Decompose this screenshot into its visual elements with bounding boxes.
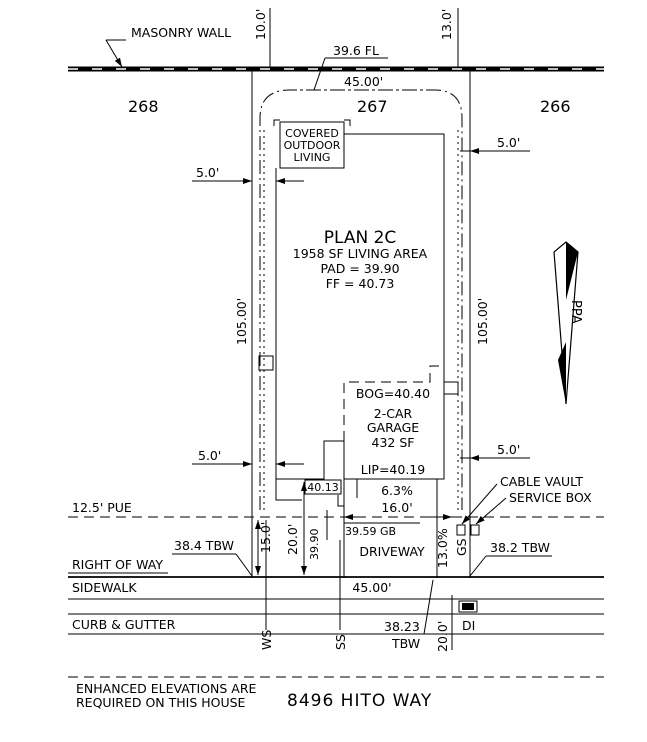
bog-elevation: BOG=40.40 [356,386,430,401]
tbw-bottom-leader [423,579,434,635]
dim-20-label: 20.0' [285,524,300,555]
elevation-3990: 39.90 [308,529,321,561]
living-area: 1958 SF LIVING AREA [293,246,428,261]
enhanced-note-1: ENHANCED ELEVATIONS ARE [76,681,257,696]
masonry-wall-leader [105,39,126,68]
pad-elevation: PAD = 39.90 [320,261,399,276]
offset-10-label: 10.0' [253,9,268,40]
setback-right-bottom-label: 5.0' [497,442,520,457]
service-box-icon [470,524,480,536]
bottom-width-label: 45.00' [352,580,391,595]
left-utility-box [258,355,274,371]
setback-right-top-label: 5.0' [497,135,520,150]
tbw-left-leader [235,553,253,577]
setback-left-bottom-label: 5.0' [198,448,221,463]
gb-elevation: 39.59 GB [345,525,396,538]
curb-gutter-label: CURB & GUTTER [72,617,176,632]
dim-20-bottom-label: 20.0' [435,621,450,652]
driveway-width: 16.0' [381,500,412,515]
drain-inlet-icon [458,600,478,613]
entry-step [337,495,344,507]
driveway-slope: 6.3% [381,483,413,498]
covered-outdoor-living [273,119,351,169]
driveway-label: DRIVEWAY [359,544,425,559]
cable-vault-leader [461,483,498,525]
depth-right-label: 105.00' [475,298,490,345]
right-utility-box [443,381,459,395]
pue-label: 12.5' PUE [72,500,132,515]
entry-walk [275,479,302,501]
lip-elevation: LIP=40.19 [361,462,425,477]
di-label: DI [462,618,475,633]
plan-name: PLAN 2C [324,228,397,248]
north-arrow-lettering: PPA [568,300,583,324]
cable-vault-icon [456,524,466,536]
tbw-right-label: 38.2 TBW [490,540,550,555]
fl-label: 39.6 FL [333,43,379,58]
garage-label-1: 2-CAR [374,406,413,421]
lot-number-268: 268 [128,97,159,116]
fl-leader-slant [313,57,326,91]
garage-outline [343,365,444,441]
ff-elevation: FF = 40.73 [326,276,395,291]
setback-outline [259,89,463,510]
garage-label-2: GARAGE [367,420,419,435]
street-address: 8496 HITO WAY [287,691,432,711]
top-width-label: 45.00' [344,74,383,89]
gs-label: GS [454,538,469,556]
tbw-left-label: 38.4 TBW [174,538,234,553]
service-box-label: SERVICE BOX [509,490,592,505]
tbw-bottom-label-1: 38.23 [384,619,420,634]
sidewalk-label: SIDEWALK [72,580,137,595]
offset-13-label: 13.0' [439,9,454,40]
setback-left-top-label: 5.0' [196,165,219,180]
service-box-leader [475,497,507,525]
masonry-wall-label: MASONRY WALL [131,25,231,40]
slope-13-label: 13.0% [435,528,450,568]
depth-left-label: 105.00' [234,298,249,345]
covered-label-2: OUTDOOR [284,139,341,152]
covered-label-1: COVERED [285,127,339,140]
ss-label: SS [333,634,348,650]
cable-vault-label: CABLE VAULT [500,474,583,489]
tbw-right-leader [469,555,487,577]
ws-label: WS [259,630,274,650]
tbw-bottom-label-2: TBW [391,636,420,651]
covered-label-3: LIVING [294,151,331,164]
lot-number-267: 267 [357,97,388,116]
lot-number-266: 266 [540,97,571,116]
enhanced-note-2: REQUIRED ON THIS HOUSE [76,695,246,710]
right-of-way-label: RIGHT OF WAY [72,557,163,572]
elevation-4013: 40.13 [307,481,339,494]
garage-label-3: 432 SF [372,435,415,450]
north-arrow-icon [553,241,579,405]
